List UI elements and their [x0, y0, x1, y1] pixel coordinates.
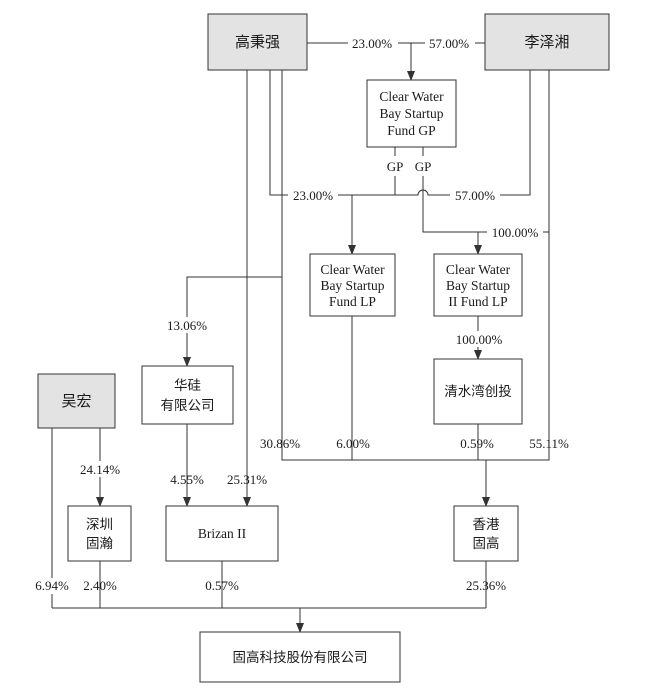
label-li-to-lp: 57.00%	[455, 188, 495, 203]
line-lp-bridge	[352, 189, 434, 196]
label-gao-to-gp: 23.00%	[352, 36, 392, 51]
box-label-line: Bay Startup	[379, 106, 443, 121]
label-li-to-hk: 55.11%	[529, 436, 569, 451]
box-label-line: 香港	[473, 517, 500, 532]
box-hk-gugao[interactable]: 香港 固高	[453, 505, 519, 562]
box-label-line: 华硅	[174, 378, 201, 393]
label-gao-to-brizan: 25.31%	[227, 472, 267, 487]
box-qingshuiwan[interactable]: 清水湾创投	[433, 358, 523, 425]
label-gao-to-hk: 30.86%	[260, 436, 300, 451]
label-ii-to-qsw: 100.00%	[456, 332, 503, 347]
box-label-line: Bay Startup	[446, 278, 510, 293]
box-cwb-startup-fund-lp[interactable]: Clear Water Bay Startup Fund LP	[309, 253, 396, 317]
label-qsw-to-hk: 0.59%	[460, 436, 494, 451]
label-huagui-to-brizan: 4.55%	[170, 472, 204, 487]
box-gao-bingqiang[interactable]: 高秉强	[207, 13, 308, 71]
box-label-line: Clear Water	[379, 89, 444, 104]
line-li-to-hk	[486, 70, 550, 461]
entity-boxes: 高秉强 李泽湘 Clear Water Bay Startup Fund GP …	[37, 13, 610, 683]
box-cwb-startup-fund-gp[interactable]: Clear Water Bay Startup Fund GP	[366, 79, 457, 148]
label-gao-to-huagui: 13.06%	[167, 318, 207, 333]
label-hk-to-gugao: 25.36%	[466, 578, 506, 593]
box-label: 固高科技股份有限公司	[233, 649, 368, 665]
label-lp-to-hk: 6.00%	[336, 436, 370, 451]
box-label-line: 固瀚	[86, 536, 113, 551]
box-label-line: Clear Water	[446, 262, 511, 277]
box-label-line: Fund LP	[329, 294, 376, 309]
box-label-line: 固高	[473, 535, 500, 551]
box-label-line: 有限公司	[161, 398, 215, 413]
label-guhan-to-gugao: 2.40%	[83, 578, 117, 593]
box-label-line: Fund GP	[387, 123, 435, 138]
box-label-line: II Fund LP	[448, 294, 507, 309]
box-wu-hong[interactable]: 吴宏	[37, 373, 116, 429]
box-label: Brizan II	[198, 526, 247, 541]
box-gugao-tech[interactable]: 固高科技股份有限公司	[199, 631, 401, 683]
box-label: 李泽湘	[524, 34, 569, 51]
box-label-line: Bay Startup	[320, 278, 384, 293]
edge-labels: 23.00% 57.00% GP GP 23.00% 57.00% 100.00…	[30, 35, 569, 594]
box-shenzhen-guhan[interactable]: 深圳 固瀚	[67, 505, 132, 562]
box-huagui[interactable]: 华硅 有限公司	[141, 365, 234, 425]
box-cwb-startup-ii-fund-lp[interactable]: Clear Water Bay Startup II Fund LP	[433, 253, 523, 317]
label-wu-to-guhan: 24.14%	[80, 462, 120, 477]
box-label: 高秉强	[235, 34, 280, 51]
line-gao-to-hk	[281, 277, 486, 461]
label-brizan-to-gugao: 0.57%	[205, 578, 239, 593]
box-brizan-ii[interactable]: Brizan II	[165, 505, 279, 562]
label-gao-to-lp: 23.00%	[293, 188, 333, 203]
box-label-line: 深圳	[86, 517, 113, 532]
box-label: 清水湾创投	[444, 383, 512, 399]
label-wu-to-gugao: 6.94%	[35, 578, 69, 593]
label-gp-tag-2: GP	[415, 159, 432, 174]
label-gp-tag-1: GP	[387, 159, 404, 174]
box-label-line: Clear Water	[320, 262, 385, 277]
box-li-zexiang[interactable]: 李泽湘	[484, 13, 610, 71]
box-label: 吴宏	[61, 393, 91, 410]
label-li-to-ii: 100.00%	[492, 225, 539, 240]
label-li-to-gp: 57.00%	[429, 36, 469, 51]
